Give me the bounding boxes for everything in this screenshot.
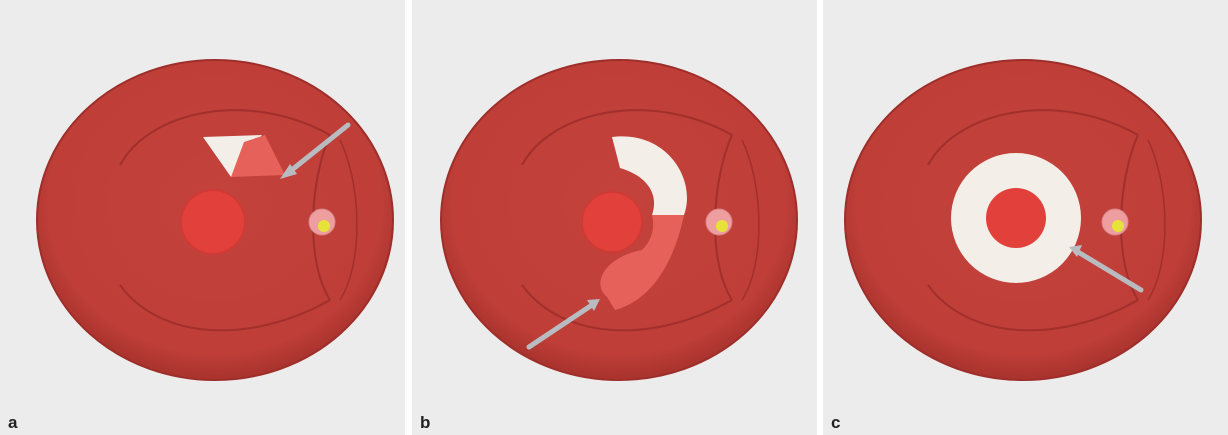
optic-disc-cup	[318, 220, 330, 232]
panel-c: c	[823, 0, 1228, 435]
macula	[181, 190, 245, 254]
panel-c-drawing	[823, 0, 1228, 435]
macula	[582, 192, 642, 252]
panel-a-drawing	[0, 0, 405, 435]
optic-disc-cup	[1112, 220, 1124, 232]
panel-label-a: a	[8, 414, 17, 431]
panel-a: a	[0, 0, 405, 435]
panel-label-b: b	[420, 414, 430, 431]
panel-label-c: c	[831, 414, 840, 431]
macula	[986, 188, 1046, 248]
panel-b-drawing	[412, 0, 817, 435]
panel-b: b	[412, 0, 817, 435]
optic-disc-cup	[716, 220, 728, 232]
